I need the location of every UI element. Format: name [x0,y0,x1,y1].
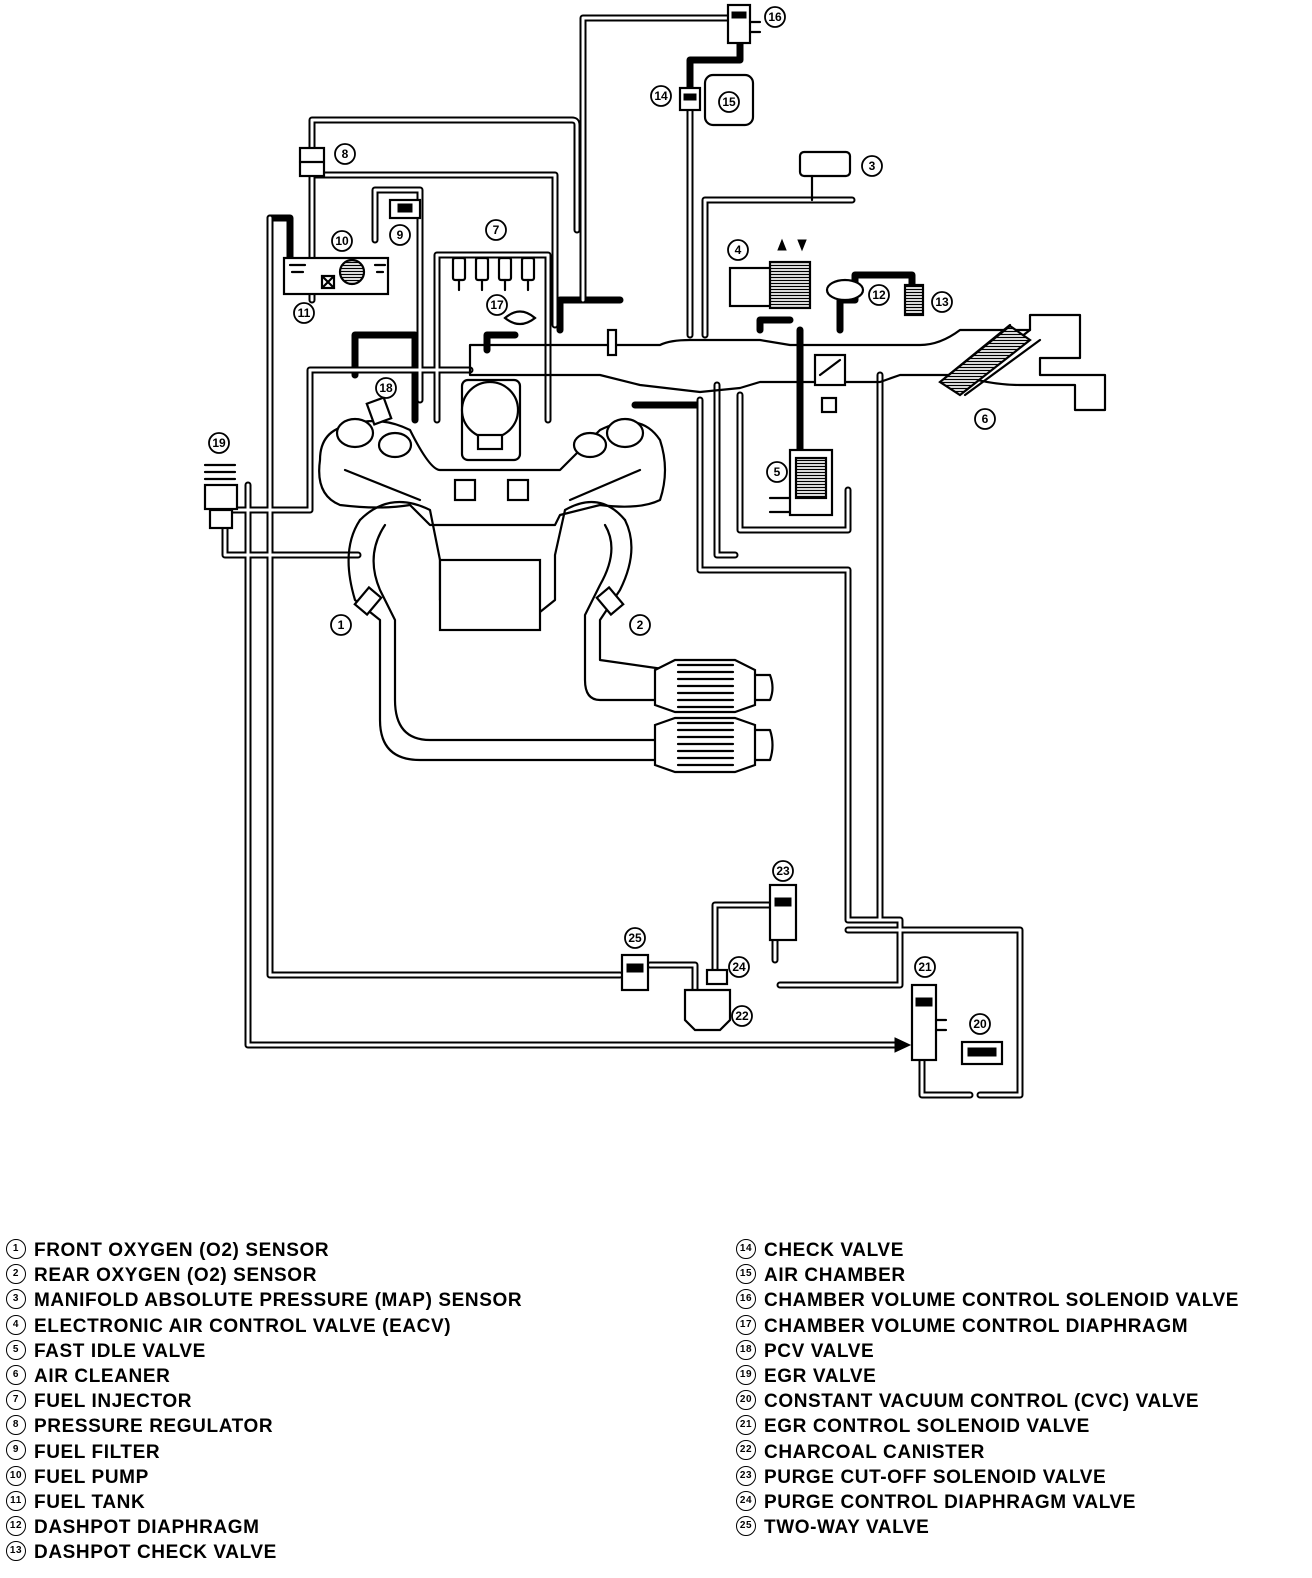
svg-text:18: 18 [379,381,393,395]
callout-3: 3 [861,155,883,177]
svg-text:25: 25 [628,931,642,945]
callout-23: 23 [772,860,794,882]
callout-20: 20 [969,1013,991,1035]
callout-24: 24 [728,956,750,978]
svg-text:15: 15 [722,95,736,109]
fuel-injectors [451,256,536,292]
callout-4: 4 [727,239,749,261]
svg-text:14: 14 [654,89,668,103]
callout-1: 1 [330,614,352,636]
callout-25: 25 [624,927,646,949]
svg-text:5: 5 [774,465,781,479]
svg-text:13: 13 [935,295,949,309]
callout-19: 19 [208,432,230,454]
svg-text:4: 4 [735,243,742,257]
svg-text:7: 7 [493,223,500,237]
svg-text:23: 23 [776,864,790,878]
svg-text:19: 19 [212,436,226,450]
svg-text:17: 17 [490,298,504,312]
callout-6: 6 [974,408,996,430]
callout-17: 17 [486,294,508,316]
svg-text:10: 10 [335,234,349,248]
callout-12: 12 [868,284,890,306]
svg-text:16: 16 [768,10,782,24]
catalytic-converters [653,658,774,774]
callout-18: 18 [375,377,397,399]
callout-2: 2 [629,614,651,636]
svg-text:22: 22 [735,1009,749,1023]
callout-7: 7 [485,219,507,241]
hose-inner-lines [223,16,1022,1097]
svg-text:21: 21 [918,960,932,974]
engine-vacuum-hose-diagram: 1 2 3 4 5 6 7 8 9 10 11 12 13 14 15 16 1… [203,3,1107,1099]
svg-text:1: 1 [338,618,345,632]
callout-9: 9 [389,224,411,246]
callout-8: 8 [334,143,356,165]
svg-text:20: 20 [973,1017,987,1031]
svg-text:6: 6 [982,412,989,426]
callout-15: 15 [718,91,740,113]
callout-5: 5 [766,461,788,483]
intake-duct [468,313,1107,412]
callout-10: 10 [331,230,353,252]
callout-13: 13 [931,291,953,313]
svg-text:11: 11 [298,306,311,320]
engine-block [318,378,672,762]
callout-21: 21 [914,956,936,978]
svg-text:3: 3 [869,159,876,173]
callout-16: 16 [764,6,786,28]
callout-11: 11 [293,302,315,324]
svg-text:9: 9 [397,228,404,242]
callout-14: 14 [650,85,672,107]
callout-22: 22 [731,1005,753,1027]
svg-text:24: 24 [732,960,746,974]
svg-text:2: 2 [637,618,644,632]
svg-text:12: 12 [872,288,886,302]
svg-text:8: 8 [342,147,349,161]
